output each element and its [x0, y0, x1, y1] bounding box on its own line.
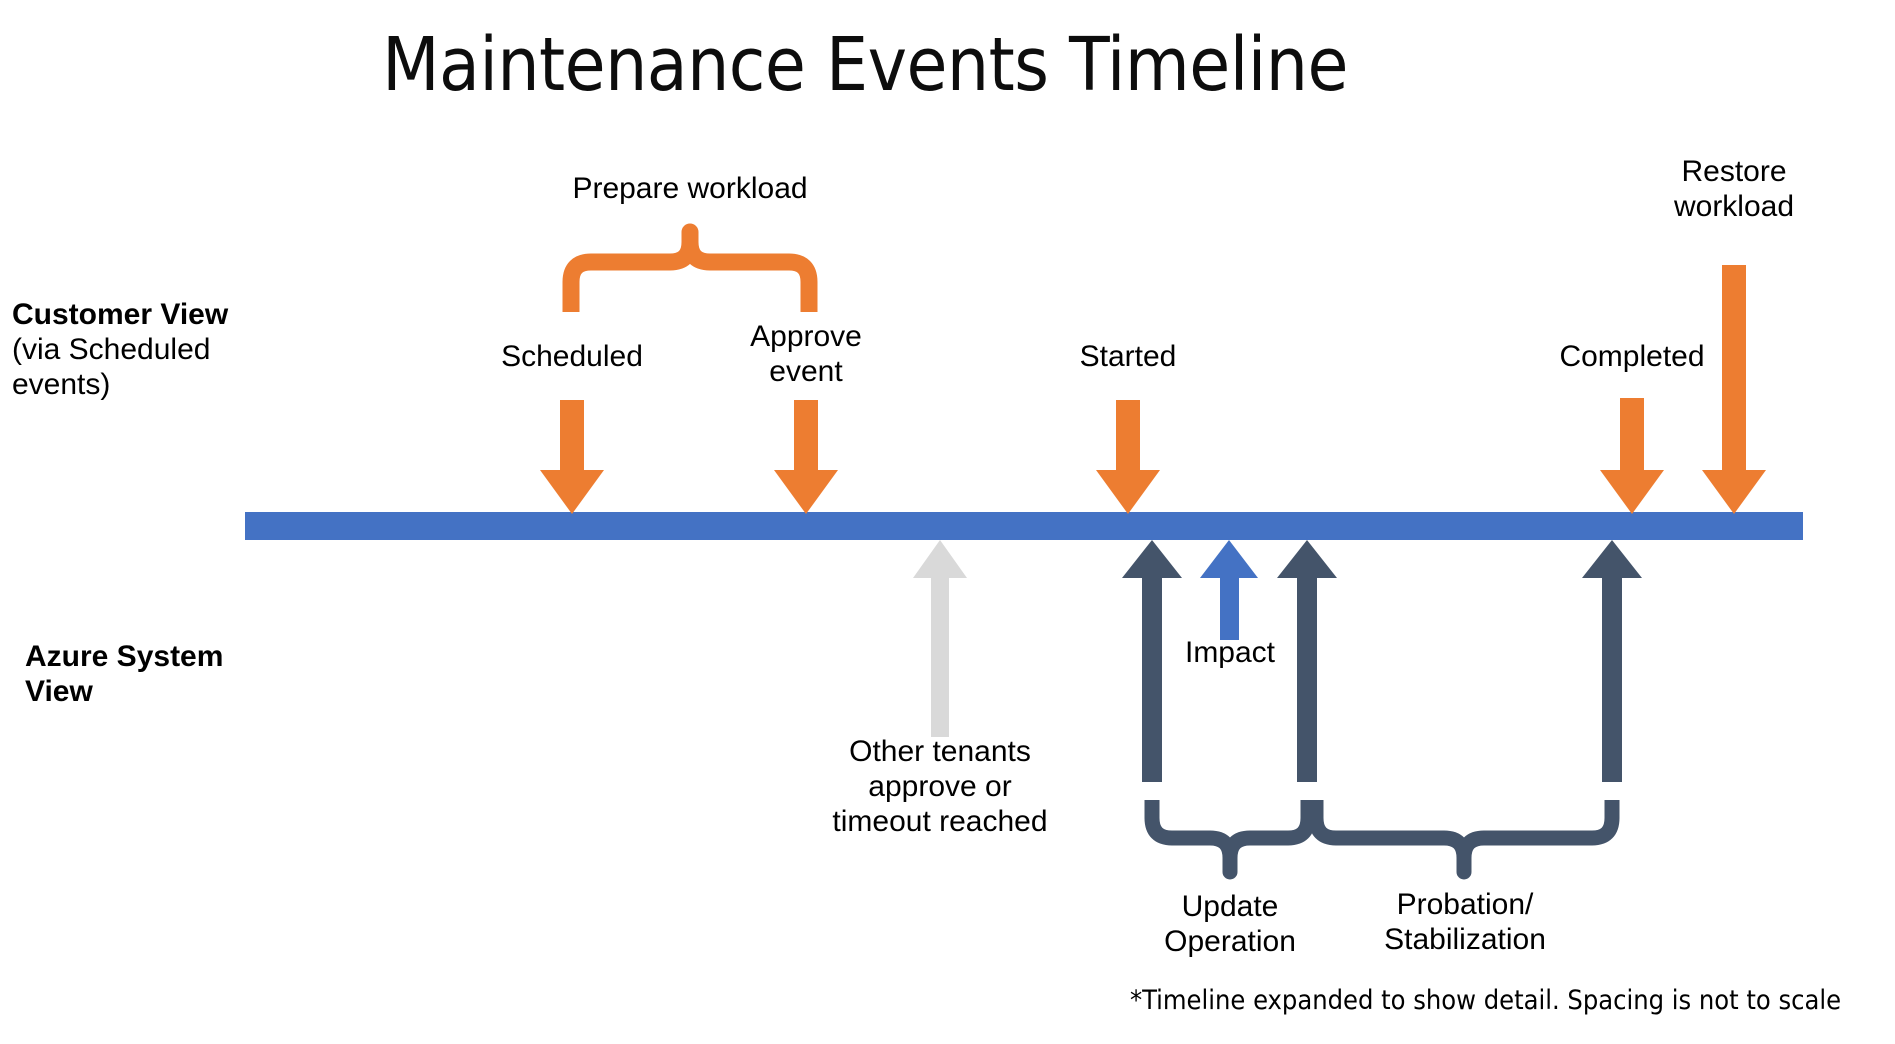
- customer-view-label-line3: events): [12, 367, 111, 401]
- update-operation-label: Update Operation: [1130, 890, 1330, 960]
- started-arrow-icon: [1096, 400, 1160, 514]
- customer-view-label: Customer View (via Scheduled events): [12, 298, 242, 402]
- customer-view-label-line1: Customer View: [12, 298, 229, 331]
- other-tenants-label-line3: timeout reached: [832, 804, 1048, 838]
- prepare-workload-brace-icon: [562, 223, 818, 312]
- completed-arrow-icon: [1600, 398, 1664, 514]
- azure-system-view-label-line2: View: [25, 674, 93, 708]
- impact-label: Impact: [1184, 636, 1276, 669]
- other-tenants-arrow-icon: [913, 540, 967, 737]
- update-operation-brace-icon: [1144, 800, 1316, 880]
- restore-workload-label-line2: workload: [1673, 189, 1795, 223]
- approve-event-label-line2: event: [769, 354, 843, 388]
- approve-event-arrow-icon: [774, 400, 838, 514]
- update-operation-label-line2: Operation: [1164, 924, 1296, 958]
- restore-workload-label: Restore workload: [1634, 155, 1834, 225]
- timeline-bar: [245, 512, 1803, 540]
- scheduled-arrow-icon: [540, 400, 604, 514]
- customer-view-label-line2: (via Scheduled: [12, 332, 211, 366]
- other-tenants-label-line1: Other tenants: [849, 735, 1031, 768]
- probation-end-arrow-icon: [1582, 540, 1642, 782]
- impact-arrow-icon: [1200, 540, 1258, 640]
- page-title: Maintenance Events Timeline: [382, 22, 1348, 108]
- azure-system-view-label: Azure System View: [25, 640, 255, 710]
- probation-stabilization-label-line2: Stabilization: [1384, 922, 1546, 956]
- restore-workload-arrow-icon: [1702, 265, 1766, 514]
- update-operation-label-line1: Update: [1181, 890, 1279, 923]
- completed-label: Completed: [1559, 340, 1705, 373]
- started-label: Started: [1079, 340, 1177, 373]
- prepare-workload-label: Prepare workload: [572, 172, 808, 205]
- footnote: *Timeline expanded to show detail. Spaci…: [1130, 985, 1842, 1016]
- scheduled-label: Scheduled: [501, 340, 643, 373]
- probation-stabilization-label-line1: Probation/: [1396, 888, 1534, 921]
- azure-system-view-label-line1: Azure System: [25, 640, 224, 673]
- other-tenants-label: Other tenants approve or timeout reached: [790, 735, 1090, 839]
- probation-stabilization-brace-icon: [1308, 800, 1620, 880]
- other-tenants-label-line2: approve or: [868, 769, 1012, 803]
- restore-workload-label-line1: Restore: [1681, 155, 1787, 188]
- approve-event-label-line1: Approve: [750, 320, 862, 353]
- approve-event-label: Approve event: [706, 320, 906, 390]
- probation-stabilization-label: Probation/ Stabilization: [1360, 888, 1570, 958]
